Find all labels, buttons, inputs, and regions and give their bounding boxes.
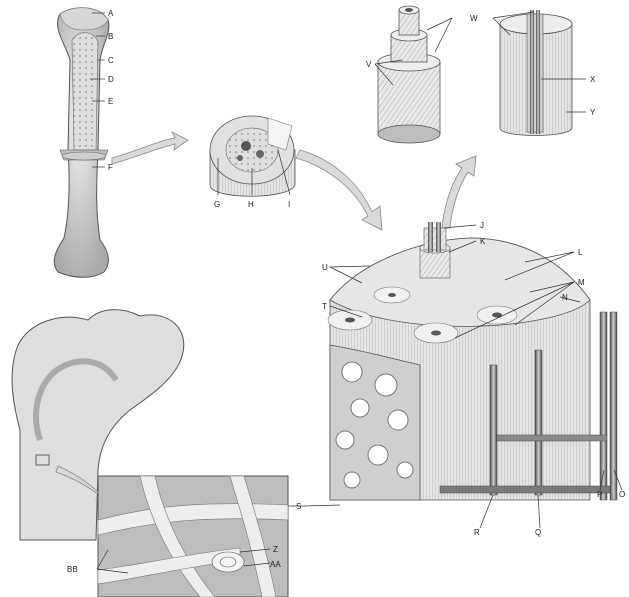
label-R: R (474, 528, 480, 537)
label-BB: BB (67, 565, 78, 574)
label-S: S (296, 502, 301, 511)
label-N: N (562, 293, 568, 302)
osteon-cut-cylinder (499, 10, 573, 136)
label-A: A (108, 9, 114, 18)
label-Z: Z (273, 545, 278, 554)
label-H: H (248, 200, 254, 209)
label-C: C (108, 56, 114, 65)
label-AA: AA (270, 560, 281, 569)
leader-lines-section (217, 149, 291, 196)
label-B: B (108, 32, 113, 41)
femur-head-photo (11, 309, 185, 541)
label-D: D (108, 75, 114, 84)
arrow-block-to-osteon (441, 155, 477, 229)
spongy-bone-region (329, 344, 421, 501)
leader-lines-spongy (96, 548, 271, 574)
leader-lines-long-bone (90, 12, 105, 168)
leader-lines-block (240, 224, 623, 529)
label-W: W (470, 14, 478, 23)
label-I: I (288, 200, 290, 209)
leader-lines-osteon (374, 11, 586, 113)
arrow-section-to-block (295, 149, 383, 231)
label-L: L (578, 248, 583, 257)
label-T: T (322, 302, 327, 311)
label-U: U (322, 263, 328, 272)
labels: A B C D E F G H I J K L M N O P Q R S T … (67, 9, 625, 574)
label-Y: Y (590, 108, 596, 117)
label-M: M (578, 278, 585, 287)
label-K: K (480, 237, 486, 246)
label-J: J (480, 221, 484, 230)
label-G: G (214, 200, 220, 209)
label-F: F (108, 163, 113, 172)
label-P: P (597, 490, 602, 499)
concentric-lamellae-cylinders (377, 5, 441, 144)
blood-vessels (439, 311, 618, 501)
label-E: E (108, 97, 113, 106)
label-O: O (619, 490, 625, 499)
bone-cross-section (209, 115, 296, 197)
label-V: V (366, 60, 372, 69)
spongy-bone-zoom (97, 475, 289, 597)
long-bone-illustration (53, 7, 110, 278)
label-Q: Q (535, 528, 541, 537)
arrow-bone-to-section (111, 131, 189, 165)
label-X: X (590, 75, 596, 84)
